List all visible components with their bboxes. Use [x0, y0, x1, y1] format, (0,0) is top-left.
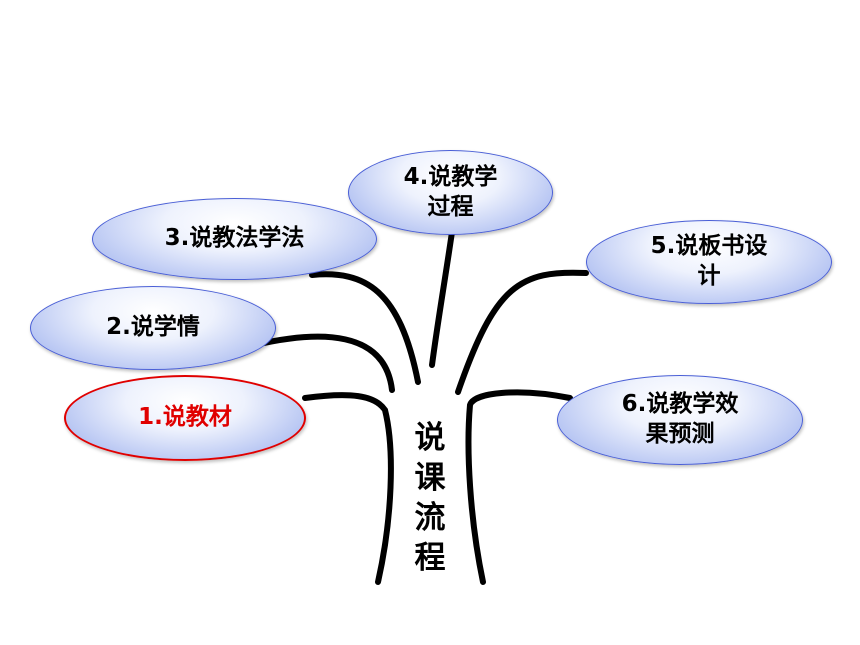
node-label-line-2: 过程 [427, 193, 474, 220]
branch-board-design [455, 269, 589, 395]
node-label: 2.说学情 [106, 314, 200, 341]
branch-student-analysis [252, 333, 395, 393]
node-teaching-methods[interactable]: 3.说教法学法 [92, 198, 377, 280]
node-effect-prediction[interactable]: 6.说教学效 果预测 [557, 375, 803, 465]
node-teaching-materials[interactable]: 1.说教材 [64, 375, 306, 461]
node-label: 3.说教法学法 [164, 225, 305, 252]
center-title-char: 课 [414, 460, 446, 496]
center-title-char: 程 [414, 540, 446, 576]
branch-teaching-methods [309, 271, 421, 385]
center-title-char: 说 [414, 420, 446, 456]
node-label-line-1: 6.说教学效 [621, 391, 739, 418]
node-label-line-2: 计 [697, 263, 721, 289]
center-title: 说 课 流 程 [404, 418, 456, 578]
node-label-line-1: 5.说板书设 [650, 233, 768, 260]
node-label-line-2: 果预测 [645, 421, 715, 447]
center-title-char: 流 [414, 500, 446, 536]
node-label: 1.说教材 [138, 404, 232, 431]
trunk-right [465, 389, 573, 585]
trunk-left [302, 392, 394, 585]
node-teaching-process[interactable]: 4.说教学 过程 [348, 150, 553, 235]
node-label-line-1: 4.说教学 [403, 163, 498, 190]
node-student-analysis[interactable]: 2.说学情 [30, 286, 276, 370]
node-board-design[interactable]: 5.说板书设 计 [586, 220, 832, 304]
branch-teaching-process [429, 229, 455, 368]
